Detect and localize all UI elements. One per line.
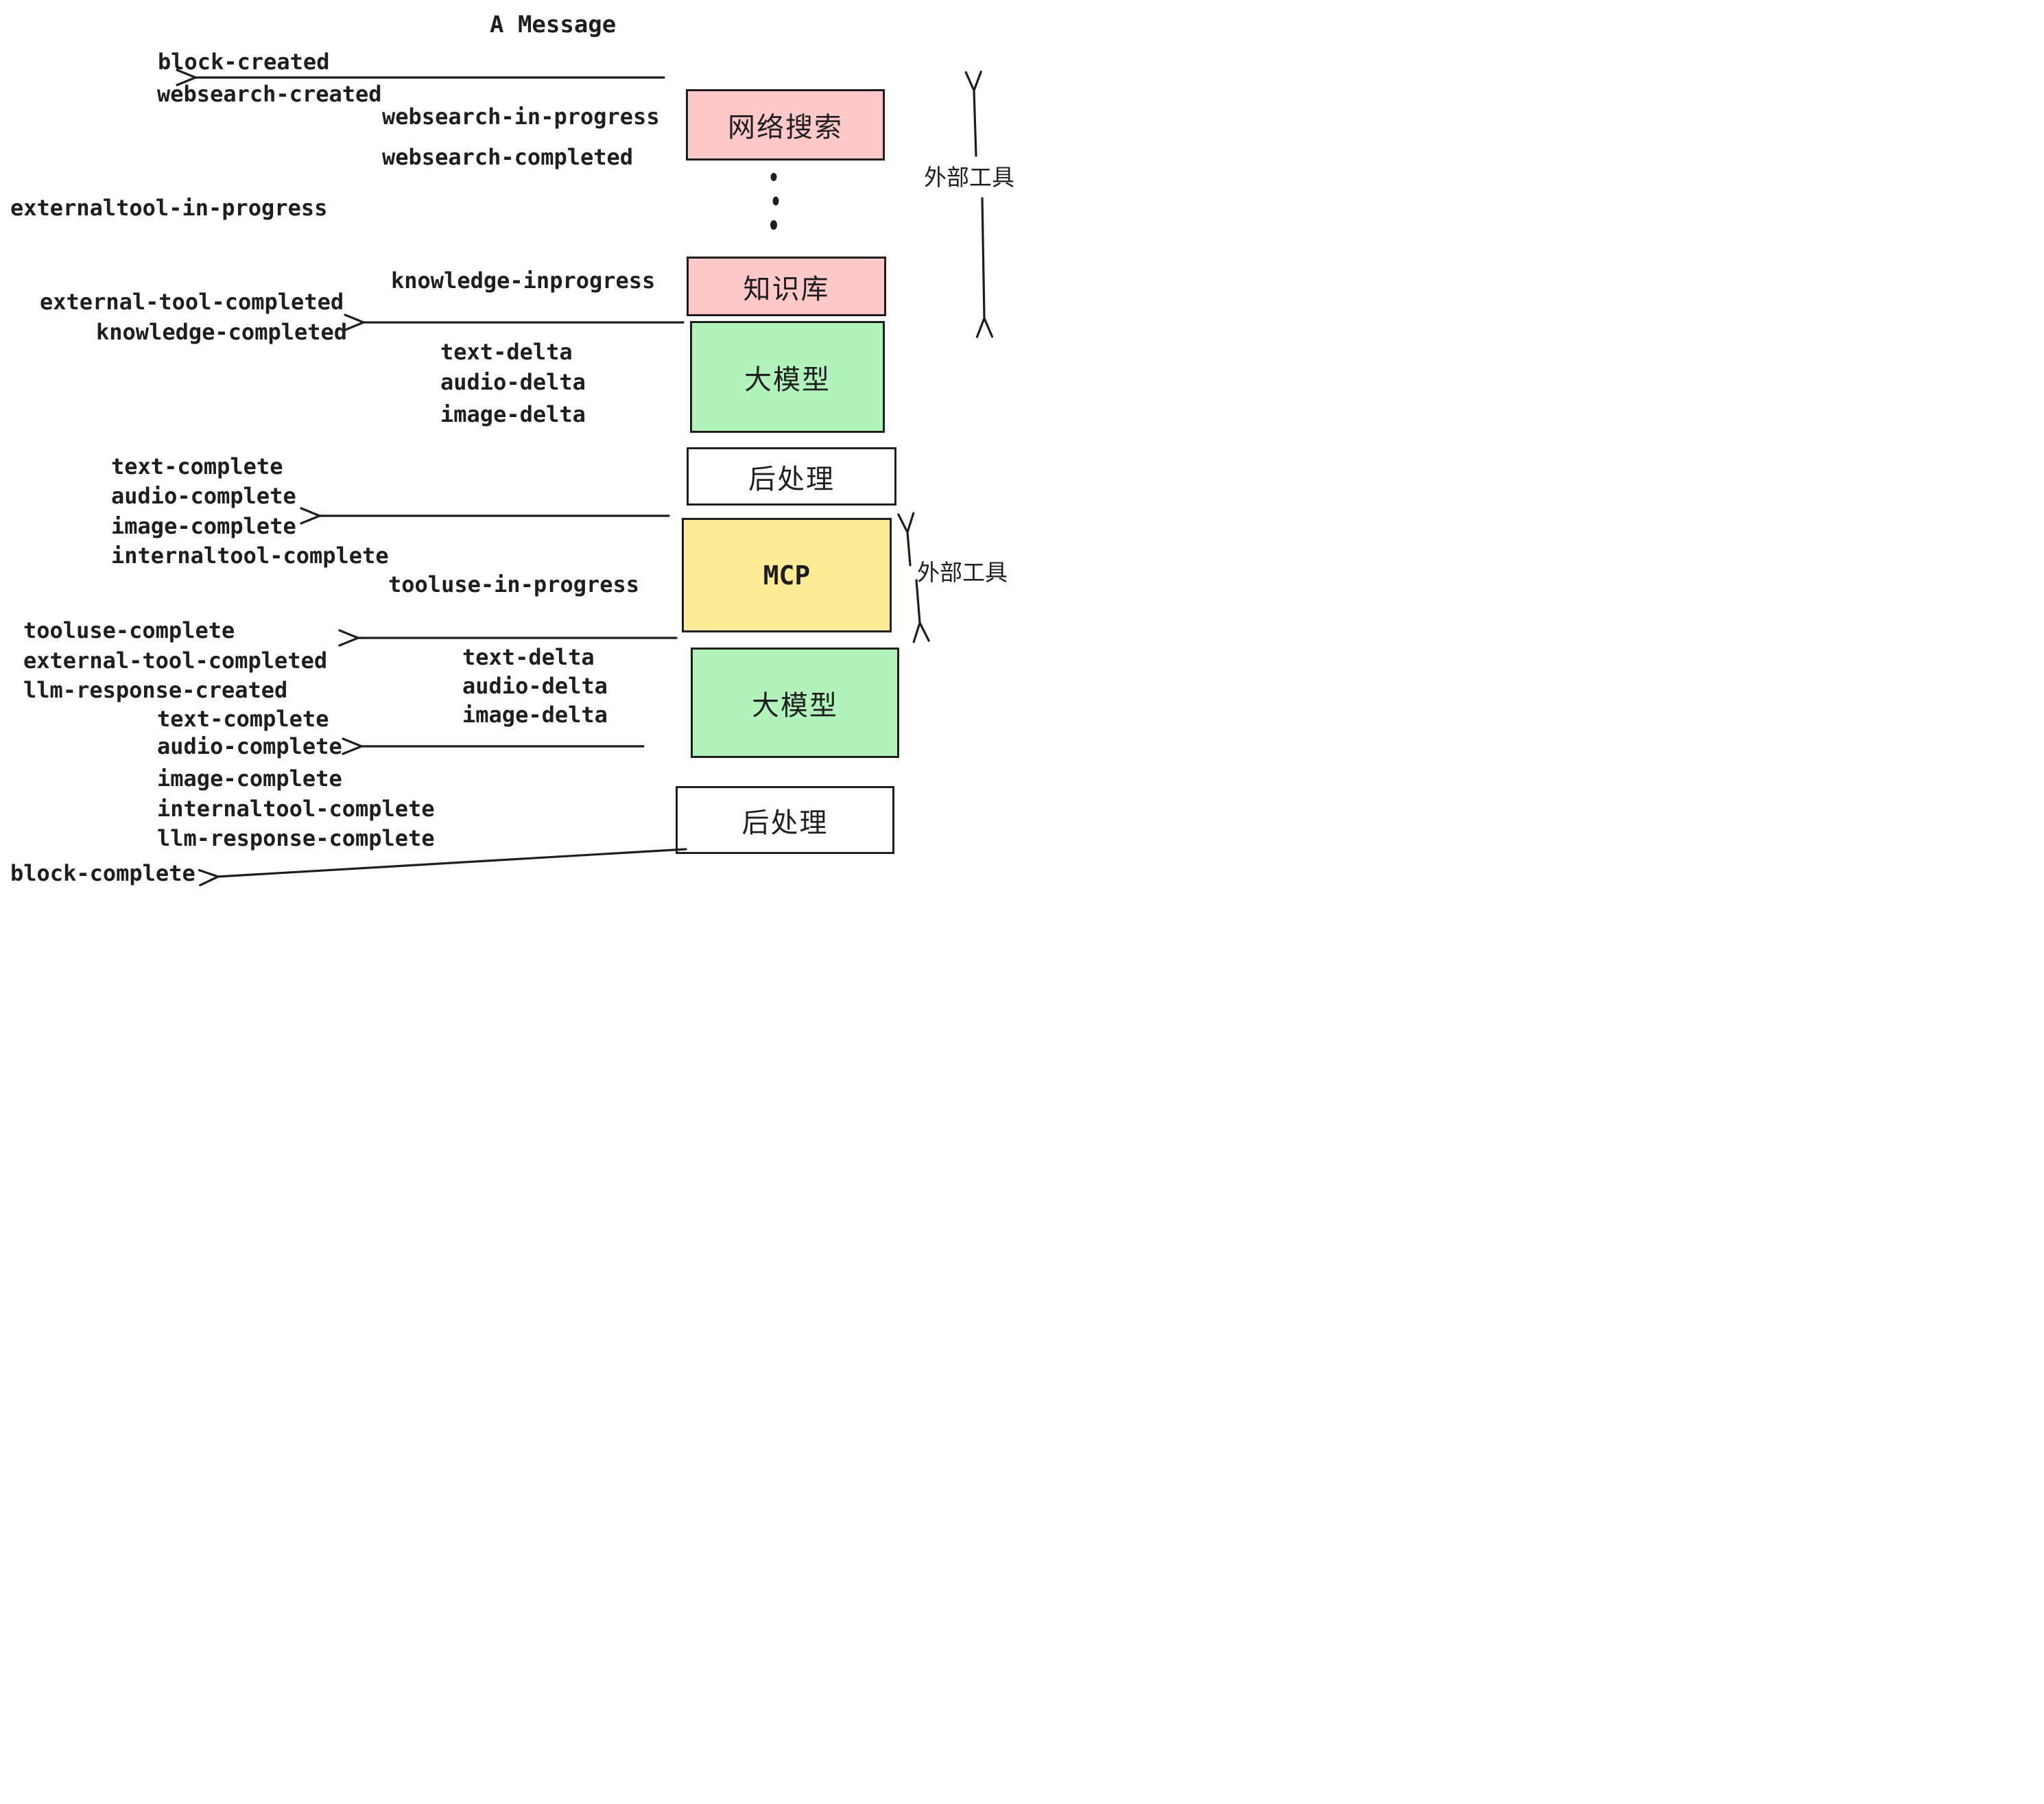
- event-label-audio-delta: audio-delta: [440, 369, 586, 395]
- event-label-image-delta-2: image-delta: [462, 702, 608, 728]
- message-stream-diagram: A Message block-created websearch-create…: [0, 0, 1022, 902]
- event-label-tooluse-in-progress: tooluse-in-progress: [388, 571, 640, 597]
- page-title: A Message: [490, 11, 617, 38]
- box-knowledge-base-label: 知识库: [743, 274, 830, 305]
- box-websearch-label: 网络搜索: [728, 112, 843, 143]
- event-label-llm-response-complete: llm-response-complete: [157, 825, 435, 851]
- event-label-text-delta-2: text-delta: [462, 644, 595, 670]
- vertical-ellipsis-icon: [770, 173, 779, 230]
- event-label-text-delta: text-delta: [440, 339, 573, 365]
- event-label-image-delta: image-delta: [440, 401, 586, 427]
- event-label-knowledge-inprogress: knowledge-inprogress: [391, 268, 656, 294]
- box-llm-1-label: 大模型: [744, 364, 831, 395]
- event-label-tooluse-complete: tooluse-complete: [23, 617, 235, 643]
- box-llm-1: 大模型: [690, 321, 885, 433]
- event-label-external-tool-completed: external-tool-completed: [40, 289, 344, 315]
- external-tools-label-top: 外部工具: [924, 165, 1014, 190]
- event-label-audio-delta-2: audio-delta: [462, 673, 608, 699]
- external-tools-label-bottom: 外部工具: [917, 560, 1008, 585]
- box-mcp: MCP: [682, 518, 892, 632]
- event-label-internaltool-complete: internaltool-complete: [111, 543, 389, 569]
- event-label-audio-complete: audio-complete: [111, 483, 296, 509]
- box-websearch: 网络搜索: [686, 89, 885, 161]
- event-label-internaltool-complete-2: internaltool-complete: [157, 796, 435, 822]
- event-label-llm-response-created: llm-response-created: [23, 677, 288, 703]
- event-label-external-tool-completed-2: external-tool-completed: [23, 648, 328, 674]
- arrow-external-tools-down-1: [975, 197, 994, 338]
- event-label-block-created: block-created: [158, 49, 330, 75]
- box-knowledge-base: 知识库: [687, 257, 886, 316]
- event-label-websearch-completed: websearch-completed: [382, 144, 634, 170]
- arrow-external-tools-up-1: [964, 71, 982, 157]
- event-label-block-complete: block-complete: [10, 860, 195, 886]
- box-llm-2: 大模型: [691, 648, 899, 758]
- box-postprocess-2: 后处理: [676, 786, 894, 854]
- event-label-knowledge-completed: knowledge-completed: [96, 319, 348, 345]
- event-label-audio-complete-2: audio-complete: [157, 733, 342, 759]
- box-postprocess-2-label: 后处理: [741, 807, 829, 838]
- event-label-text-complete-2: text-complete: [157, 706, 329, 732]
- box-llm-2-label: 大模型: [752, 690, 838, 721]
- box-postprocess-1: 后处理: [687, 447, 896, 506]
- event-label-externaltool-in-progress: externaltool-in-progress: [10, 195, 328, 221]
- arrow-external-tools-up-2: [897, 512, 915, 567]
- box-mcp-label: MCP: [763, 560, 811, 591]
- event-label-text-complete: text-complete: [111, 453, 283, 479]
- arrow-block-complete: [198, 848, 687, 887]
- event-label-websearch-created: websearch-created: [157, 81, 382, 107]
- event-label-image-complete-2: image-complete: [157, 765, 342, 792]
- event-label-websearch-in-progress: websearch-in-progress: [382, 104, 660, 130]
- box-postprocess-1-label: 后处理: [748, 464, 835, 495]
- event-label-image-complete: image-complete: [111, 513, 296, 539]
